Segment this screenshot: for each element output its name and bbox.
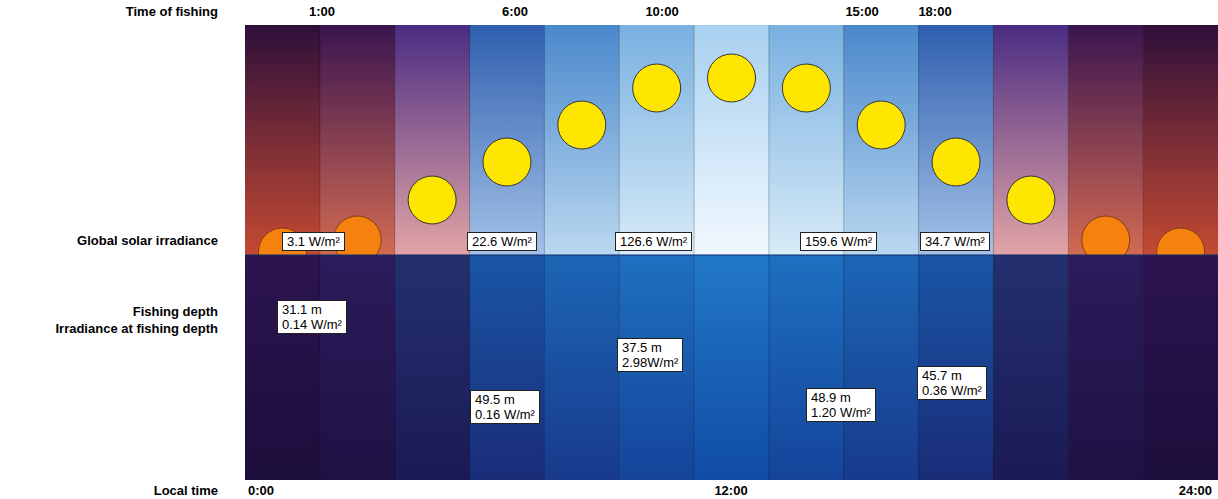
water-column — [544, 255, 619, 480]
water-column — [395, 255, 470, 480]
depth-box: 45.7 m0.36 W/m² — [917, 366, 987, 400]
water-column — [993, 255, 1068, 480]
time-label: 12:00 — [714, 483, 747, 498]
sky-column — [694, 25, 769, 255]
depth-box: 31.1 m0.14 W/m² — [277, 300, 347, 334]
value-text: 159.6 W/m² — [805, 234, 872, 249]
water-column — [320, 255, 395, 480]
column-divider — [319, 25, 320, 480]
value-text: 45.7 m — [922, 368, 982, 383]
irradiance-box: 3.1 W/m² — [282, 232, 345, 251]
column-divider — [694, 25, 695, 480]
water-columns — [245, 255, 1218, 480]
water-column — [769, 255, 844, 480]
column-dividers — [320, 25, 1143, 480]
value-subtext: 2.98W/m² — [622, 355, 678, 370]
row-label: Fishing depth — [133, 304, 218, 319]
sky-column — [619, 25, 694, 255]
time-label: 18:00 — [918, 4, 951, 19]
row-label: Time of fishing — [126, 4, 218, 19]
sky-column — [470, 25, 545, 255]
column-divider — [918, 25, 919, 480]
value-text: 49.5 m — [475, 392, 535, 407]
irradiance-box: 126.6 W/m² — [615, 232, 692, 251]
sky-column — [395, 25, 470, 255]
depth-box: 48.9 m1.20 W/m² — [806, 388, 876, 422]
sun — [483, 138, 531, 186]
column-divider — [394, 25, 395, 480]
sun — [932, 138, 980, 186]
value-subtext: 1.20 W/m² — [811, 405, 871, 420]
water-column — [694, 255, 769, 480]
value-text: 126.6 W/m² — [620, 234, 687, 249]
value-text: 31.1 m — [282, 302, 342, 317]
water-column — [245, 255, 320, 480]
time-label: 1:00 — [309, 4, 335, 19]
sky-column — [993, 25, 1068, 255]
column-divider — [768, 25, 769, 480]
irradiance-box: 22.6 W/m² — [467, 232, 537, 251]
depth-box: 37.5 m2.98W/m² — [617, 338, 683, 372]
column-divider — [544, 25, 545, 480]
sky-column — [245, 25, 320, 255]
row-label: Global solar irradiance — [77, 233, 218, 248]
row-label: Local time — [154, 483, 218, 498]
sky-columns — [245, 25, 1218, 255]
sky-column — [1143, 25, 1218, 255]
row-label: Irradiance at fishing depth — [55, 321, 218, 336]
sun — [708, 54, 756, 102]
time-label: 15:00 — [845, 4, 878, 19]
water-column — [1143, 255, 1218, 480]
sun — [633, 64, 681, 112]
sun — [857, 101, 905, 149]
column-divider — [993, 25, 994, 480]
depth-box: 49.5 m0.16 W/m² — [470, 390, 540, 424]
sun — [408, 176, 456, 224]
value-text: 34.7 W/m² — [925, 234, 985, 249]
irradiance-box: 159.6 W/m² — [800, 232, 877, 251]
sky-column — [769, 25, 844, 255]
value-text: 37.5 m — [622, 340, 678, 355]
water-column — [844, 255, 919, 480]
time-label: 24:00 — [1179, 483, 1212, 498]
value-text: 48.9 m — [811, 390, 871, 405]
suns — [258, 54, 1204, 276]
column-divider — [1068, 25, 1069, 480]
sky-column — [919, 25, 994, 255]
value-subtext: 0.14 W/m² — [282, 317, 342, 332]
value-text: 3.1 W/m² — [287, 234, 340, 249]
sun — [558, 101, 606, 149]
irradiance-box: 34.7 W/m² — [920, 232, 990, 251]
water-column — [1068, 255, 1143, 480]
time-label: 0:00 — [248, 483, 274, 498]
sun — [1007, 176, 1055, 224]
column-divider — [619, 25, 620, 480]
sun — [782, 64, 830, 112]
time-label: 6:00 — [502, 4, 528, 19]
time-label: 10:00 — [645, 4, 678, 19]
value-subtext: 0.36 W/m² — [922, 383, 982, 398]
column-divider — [1143, 25, 1144, 480]
sky-column — [544, 25, 619, 255]
water-column — [470, 255, 545, 480]
value-subtext: 0.16 W/m² — [475, 407, 535, 422]
value-text: 22.6 W/m² — [472, 234, 532, 249]
horizon-line — [245, 255, 1218, 256]
sky-column — [844, 25, 919, 255]
